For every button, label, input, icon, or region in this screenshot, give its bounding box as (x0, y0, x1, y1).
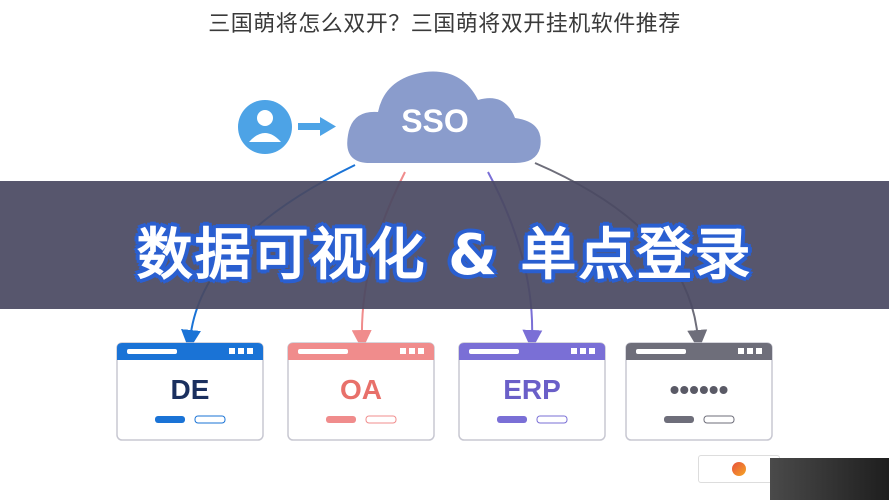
window-dot (589, 348, 595, 354)
system-card-3: •••••• (625, 342, 773, 441)
user-icon (238, 100, 292, 154)
system-card-2: ERP (458, 342, 606, 441)
card-header-bar (127, 349, 177, 354)
sso-cloud: SSO (347, 71, 541, 163)
system-card-0: DE (116, 342, 264, 441)
watermark (698, 455, 780, 483)
corner-shade (770, 458, 889, 500)
card-primary-button (326, 416, 356, 423)
card-primary-button (664, 416, 694, 423)
window-dot (418, 348, 424, 354)
window-dot (756, 348, 762, 354)
card-header (288, 343, 434, 360)
card-primary-button (155, 416, 185, 423)
card-header (626, 343, 772, 360)
card-header-bar (469, 349, 519, 354)
card-secondary-button (194, 415, 226, 424)
page-title: 三国萌将怎么双开？三国萌将双开挂机软件推荐 (208, 12, 681, 37)
card-label: OA (340, 374, 382, 405)
site-logo-icon (732, 462, 746, 476)
card-secondary-button (365, 415, 397, 424)
arrow-right-icon (298, 117, 336, 136)
card-secondary-button (536, 415, 568, 424)
card-header (117, 343, 263, 360)
window-dot (238, 348, 244, 354)
window-dot (738, 348, 744, 354)
card-label: •••••• (670, 374, 729, 405)
cloud-label: SSO (401, 103, 469, 139)
card-secondary-button (703, 415, 735, 424)
window-dot (400, 348, 406, 354)
window-dot (571, 348, 577, 354)
card-primary-button (497, 416, 527, 423)
window-dot (580, 348, 586, 354)
window-dot (229, 348, 235, 354)
window-dot (247, 348, 253, 354)
card-header-bar (298, 349, 348, 354)
banner (0, 181, 889, 309)
banner-title: 数据可视化 & 单点登录 (136, 223, 753, 288)
window-dot (747, 348, 753, 354)
card-label: ERP (503, 374, 561, 405)
system-card-1: OA (287, 342, 435, 441)
window-dot (409, 348, 415, 354)
card-header (459, 343, 605, 360)
card-header-bar (636, 349, 686, 354)
card-label: DE (171, 374, 210, 405)
